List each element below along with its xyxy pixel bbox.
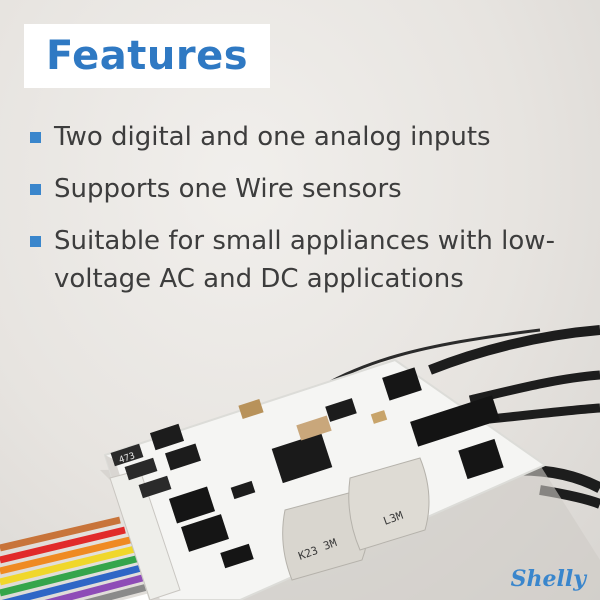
svg-text:473: 473 xyxy=(118,451,137,466)
svg-text:3M: 3M xyxy=(322,536,339,553)
feature-text: Two digital and one analog inputs xyxy=(54,122,491,152)
feature-item: Two digital and one analog inputs xyxy=(30,118,590,156)
black-wire-2 xyxy=(468,370,600,405)
svg-text:K23: K23 xyxy=(297,544,320,563)
microcontroller xyxy=(271,432,333,484)
feature-text: Supports one Wire sensors xyxy=(54,174,402,204)
capacitors: K23 3M L3M xyxy=(282,457,430,581)
feature-item: Suitable for small appliances with low-v… xyxy=(30,222,590,298)
black-wire-top xyxy=(428,325,600,375)
features-list: Two digital and one analog inputs Suppor… xyxy=(30,118,590,298)
feature-item: Supports one Wire sensors xyxy=(30,170,590,208)
feature-text: Suitable for small appliances with low-v… xyxy=(54,226,555,294)
bullet-icon xyxy=(30,132,41,143)
features-title-box: Features xyxy=(24,24,270,88)
shelly-logo: Shelly xyxy=(510,566,586,592)
bullet-icon xyxy=(30,184,41,195)
page-title: Features xyxy=(45,33,249,79)
chip xyxy=(149,423,185,451)
bullet-icon xyxy=(30,236,41,247)
pin-header xyxy=(410,395,500,447)
